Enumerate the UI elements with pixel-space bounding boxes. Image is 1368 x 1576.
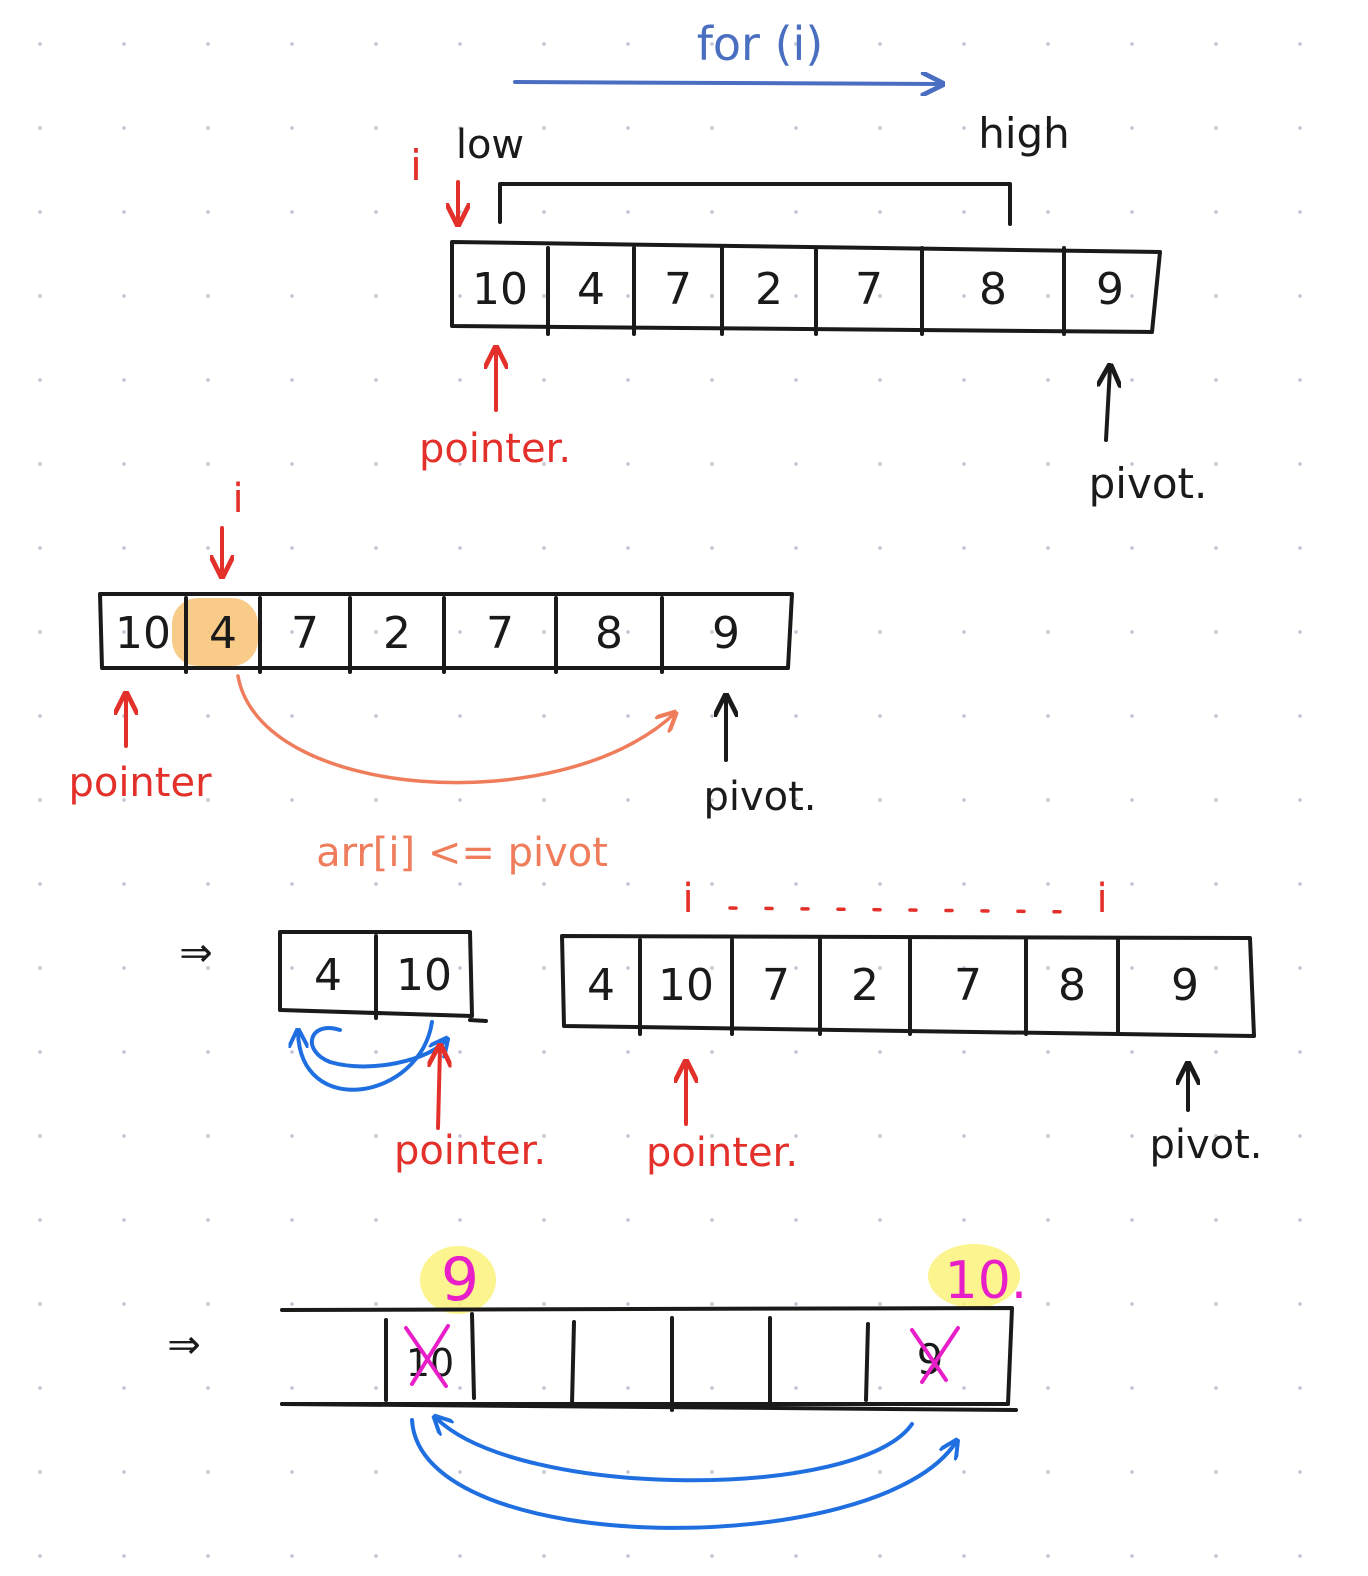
array-cell-value: 9 [712, 608, 740, 659]
array-border [98, 592, 794, 670]
low-label: low [456, 122, 524, 168]
array-cell-value: 4 [314, 950, 342, 1001]
swap-box-tail [468, 1018, 488, 1023]
array-cell-value: 9 [1171, 960, 1199, 1011]
implies-arrow: ⇒ [179, 930, 213, 976]
swap-detail-array: 4 10 [278, 930, 488, 1023]
array-cell-value: 4 [209, 608, 237, 659]
swap-arrow-to-left [436, 1418, 914, 1483]
strike-right [910, 1326, 960, 1384]
array-cell-value: 8 [595, 608, 623, 659]
high-label: high [978, 109, 1070, 158]
array-cell-value: 7 [855, 264, 883, 315]
array-cell-value: 7 [762, 960, 790, 1011]
array-cell-value: 7 [664, 264, 692, 315]
array-cell-value: 7 [486, 608, 514, 659]
pointer-label: pointer [68, 760, 212, 806]
array-border [450, 240, 1162, 334]
array-bottom-line [280, 1402, 1018, 1412]
cell-divider [570, 1320, 576, 1406]
i-label: i [410, 141, 422, 190]
pointer-label: pointer. [419, 426, 571, 472]
step-4: ⇒ 9 10. 10 9 [167, 1244, 1028, 1530]
loop-indicator: for (i) [513, 17, 940, 84]
array-cell-value: 10 [115, 608, 171, 659]
swap-pointer-label: pointer. [394, 1128, 546, 1174]
array-border [280, 1306, 1014, 1406]
low-high-range-bracket [498, 182, 1012, 226]
new-right-value: 10. [945, 1251, 1028, 1311]
current-element-highlight [172, 598, 258, 666]
step-3-array: 4 10 7 2 7 8 9 [560, 934, 1256, 1038]
new-left-value: 9 [441, 1245, 479, 1315]
array-cell-value: 7 [954, 960, 982, 1011]
pivot-label: pivot. [703, 774, 816, 820]
pointer-label: pointer. [646, 1130, 798, 1176]
array-cell-value: 8 [1058, 960, 1086, 1011]
array-cell-value: 8 [979, 264, 1007, 315]
array-cell-value: 10 [472, 264, 528, 315]
array-cell-value: 2 [851, 960, 879, 1011]
array-cell-value: 2 [755, 264, 783, 315]
step-2-array: 10 4 7 2 7 8 9 [98, 592, 794, 674]
strike-left [404, 1324, 450, 1388]
pivot-label: pivot. [1089, 459, 1208, 508]
loop-label: for (i) [697, 17, 824, 71]
swap-arrow-right [309, 1026, 446, 1069]
implies-arrow: ⇒ [167, 1322, 201, 1368]
condition-label: arr[i] <= pivot [316, 830, 608, 876]
loop-arrow [513, 82, 940, 84]
step-3: ⇒ 4 10 pointer. i i 4 10 7 2 7 8 9 pointer. piv… [179, 876, 1262, 1176]
swap-arrow-to-right [410, 1418, 956, 1530]
pivot-label: pivot. [1149, 1122, 1262, 1168]
swap-pointer-arrow [438, 1048, 440, 1130]
array-cell-value: 7 [291, 608, 319, 659]
compare-to-pivot-arrow [236, 674, 674, 785]
swap-arrow-left [298, 1020, 434, 1092]
new-left-highlight [420, 1246, 496, 1314]
pivot-arrow [1106, 368, 1110, 442]
array-cell-value: 2 [383, 608, 411, 659]
array-cell-value: 9 [1096, 264, 1124, 315]
i-start-label: i [682, 876, 693, 922]
array-cell-value: 10 [396, 950, 452, 1001]
array-cell-value: 10 [658, 960, 714, 1011]
i-label: i [232, 476, 243, 522]
cell-divider [864, 1322, 870, 1402]
step-1-array: 10 4 7 2 7 8 9 [450, 240, 1162, 336]
array-cell-value: 4 [577, 264, 605, 315]
step-2: i 10 4 7 2 7 8 9 pointer arr[i] <= pivot pivot… [68, 476, 816, 876]
step-1: low high i 10 4 7 2 7 8 9 pointer. pivot. [410, 109, 1207, 508]
i-end-label: i [1096, 876, 1107, 922]
new-right-highlight [928, 1244, 1020, 1308]
swap-box-border [278, 930, 474, 1018]
array-cell-value: 4 [587, 960, 615, 1011]
array-border [560, 934, 1256, 1038]
cell-divider [470, 1312, 476, 1400]
i-iteration-dots [728, 906, 1082, 914]
